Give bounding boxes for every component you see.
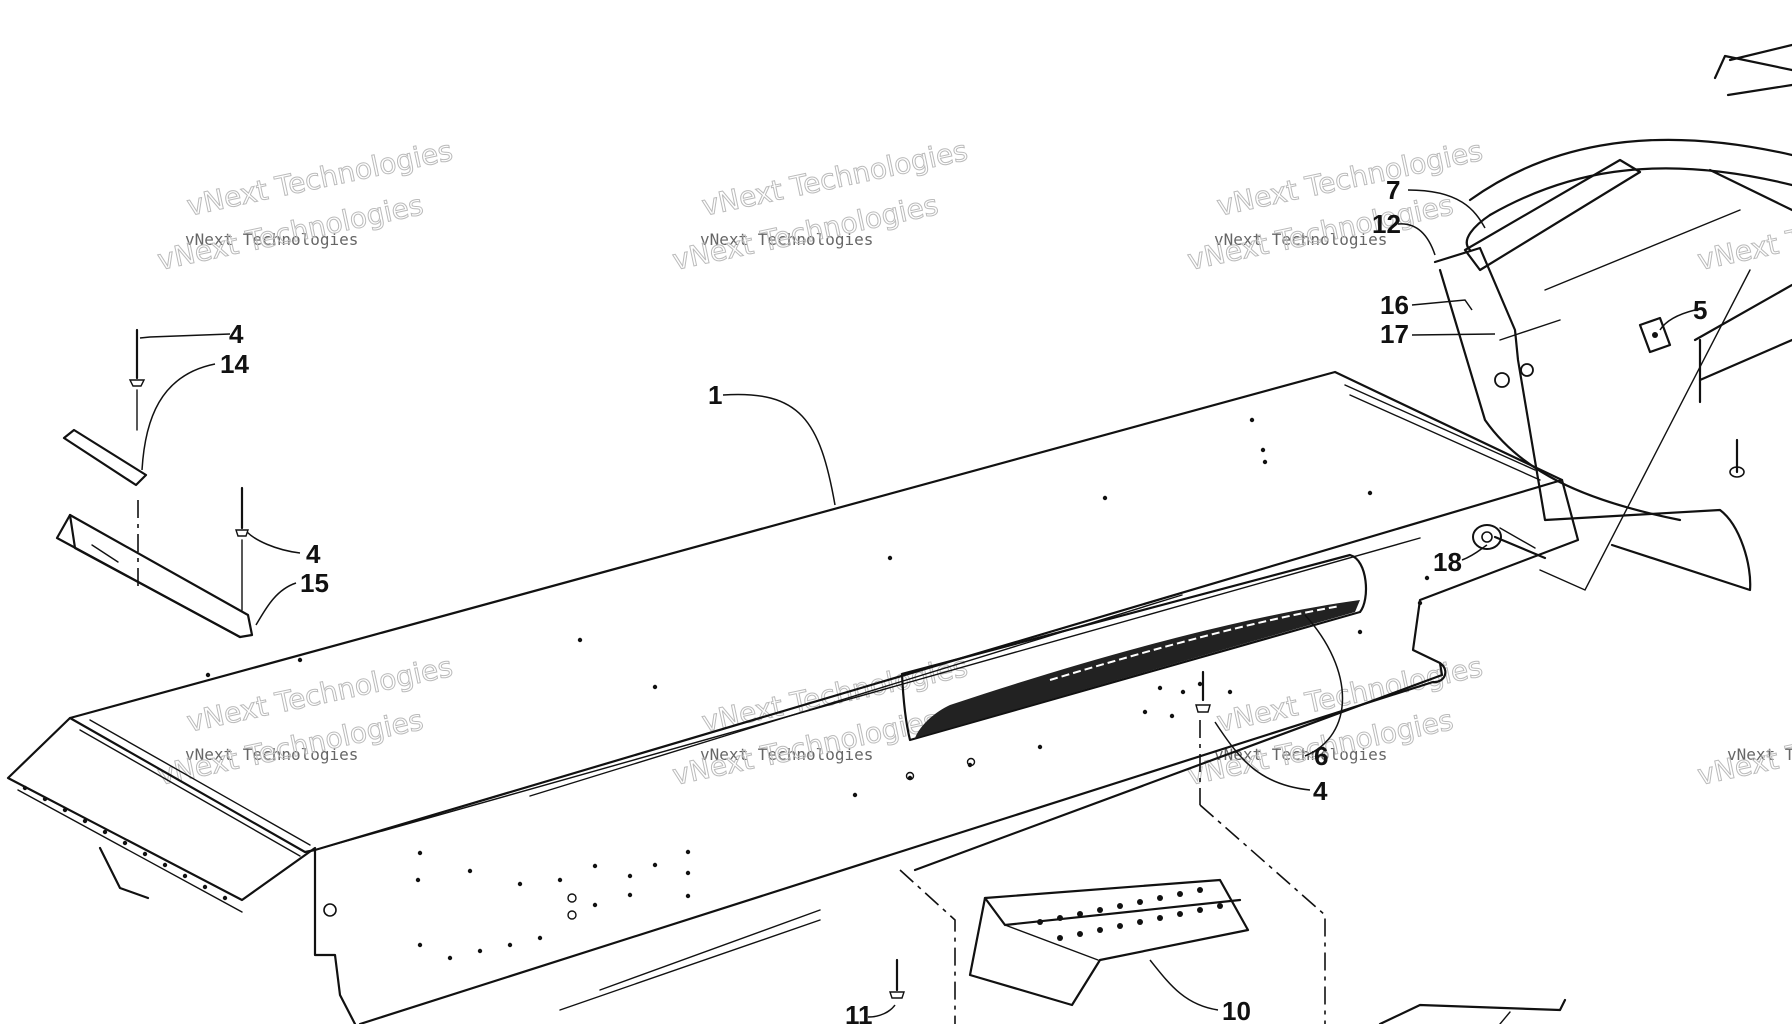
watermark-group: vNext Technologies vNext Technologies vN…	[154, 134, 1792, 793]
step-plate-10	[899, 869, 1250, 1024]
callout-18: 18	[1433, 547, 1462, 577]
callout-5: 5	[1693, 295, 1707, 325]
bolt-18	[1472, 524, 1547, 560]
callout-7: 7	[1386, 175, 1400, 205]
callout-17: 17	[1380, 319, 1409, 349]
bracket-assembly-left	[55, 328, 254, 639]
watermark-outline: vNext Technologies	[1695, 188, 1792, 277]
bumper-assembly-right	[1433, 43, 1792, 592]
running-board-texture	[559, 909, 821, 1011]
callout-4-center: 4	[1313, 776, 1328, 806]
callout-15: 15	[300, 568, 329, 598]
callout-labels: 1 4 14 4 15 7 12 16 17 5 18 6 4 10 11	[220, 175, 1707, 1024]
callout-1: 1	[708, 380, 722, 410]
watermark-text: vNext Technologies	[1727, 745, 1792, 764]
partial-part-bottom	[1378, 998, 1567, 1024]
watermark-text: vNext Technologies	[185, 745, 358, 764]
pin-4-center	[1195, 670, 1326, 1024]
callout-6: 6	[1314, 741, 1328, 771]
watermark-text: vNext Technologies	[1214, 745, 1387, 764]
watermark-text: vNext Technologies	[1214, 230, 1387, 249]
rivet-holes	[22, 417, 1430, 961]
watermark-text: vNext Technologies	[185, 230, 358, 249]
callout-4-top: 4	[229, 319, 244, 349]
callout-10: 10	[1222, 996, 1251, 1024]
callout-14: 14	[220, 349, 249, 379]
callout-11: 11	[845, 1000, 873, 1024]
callout-16: 16	[1380, 290, 1409, 320]
leader-lines	[139, 189, 1696, 1018]
watermark-text: vNext Technologies	[700, 230, 873, 249]
watermark-text: vNext Technologies	[700, 745, 873, 764]
fastener-11	[889, 958, 905, 999]
callout-4-bracket: 4	[306, 539, 321, 569]
callout-12: 12	[1372, 209, 1401, 239]
side-decal-6	[900, 553, 1367, 742]
